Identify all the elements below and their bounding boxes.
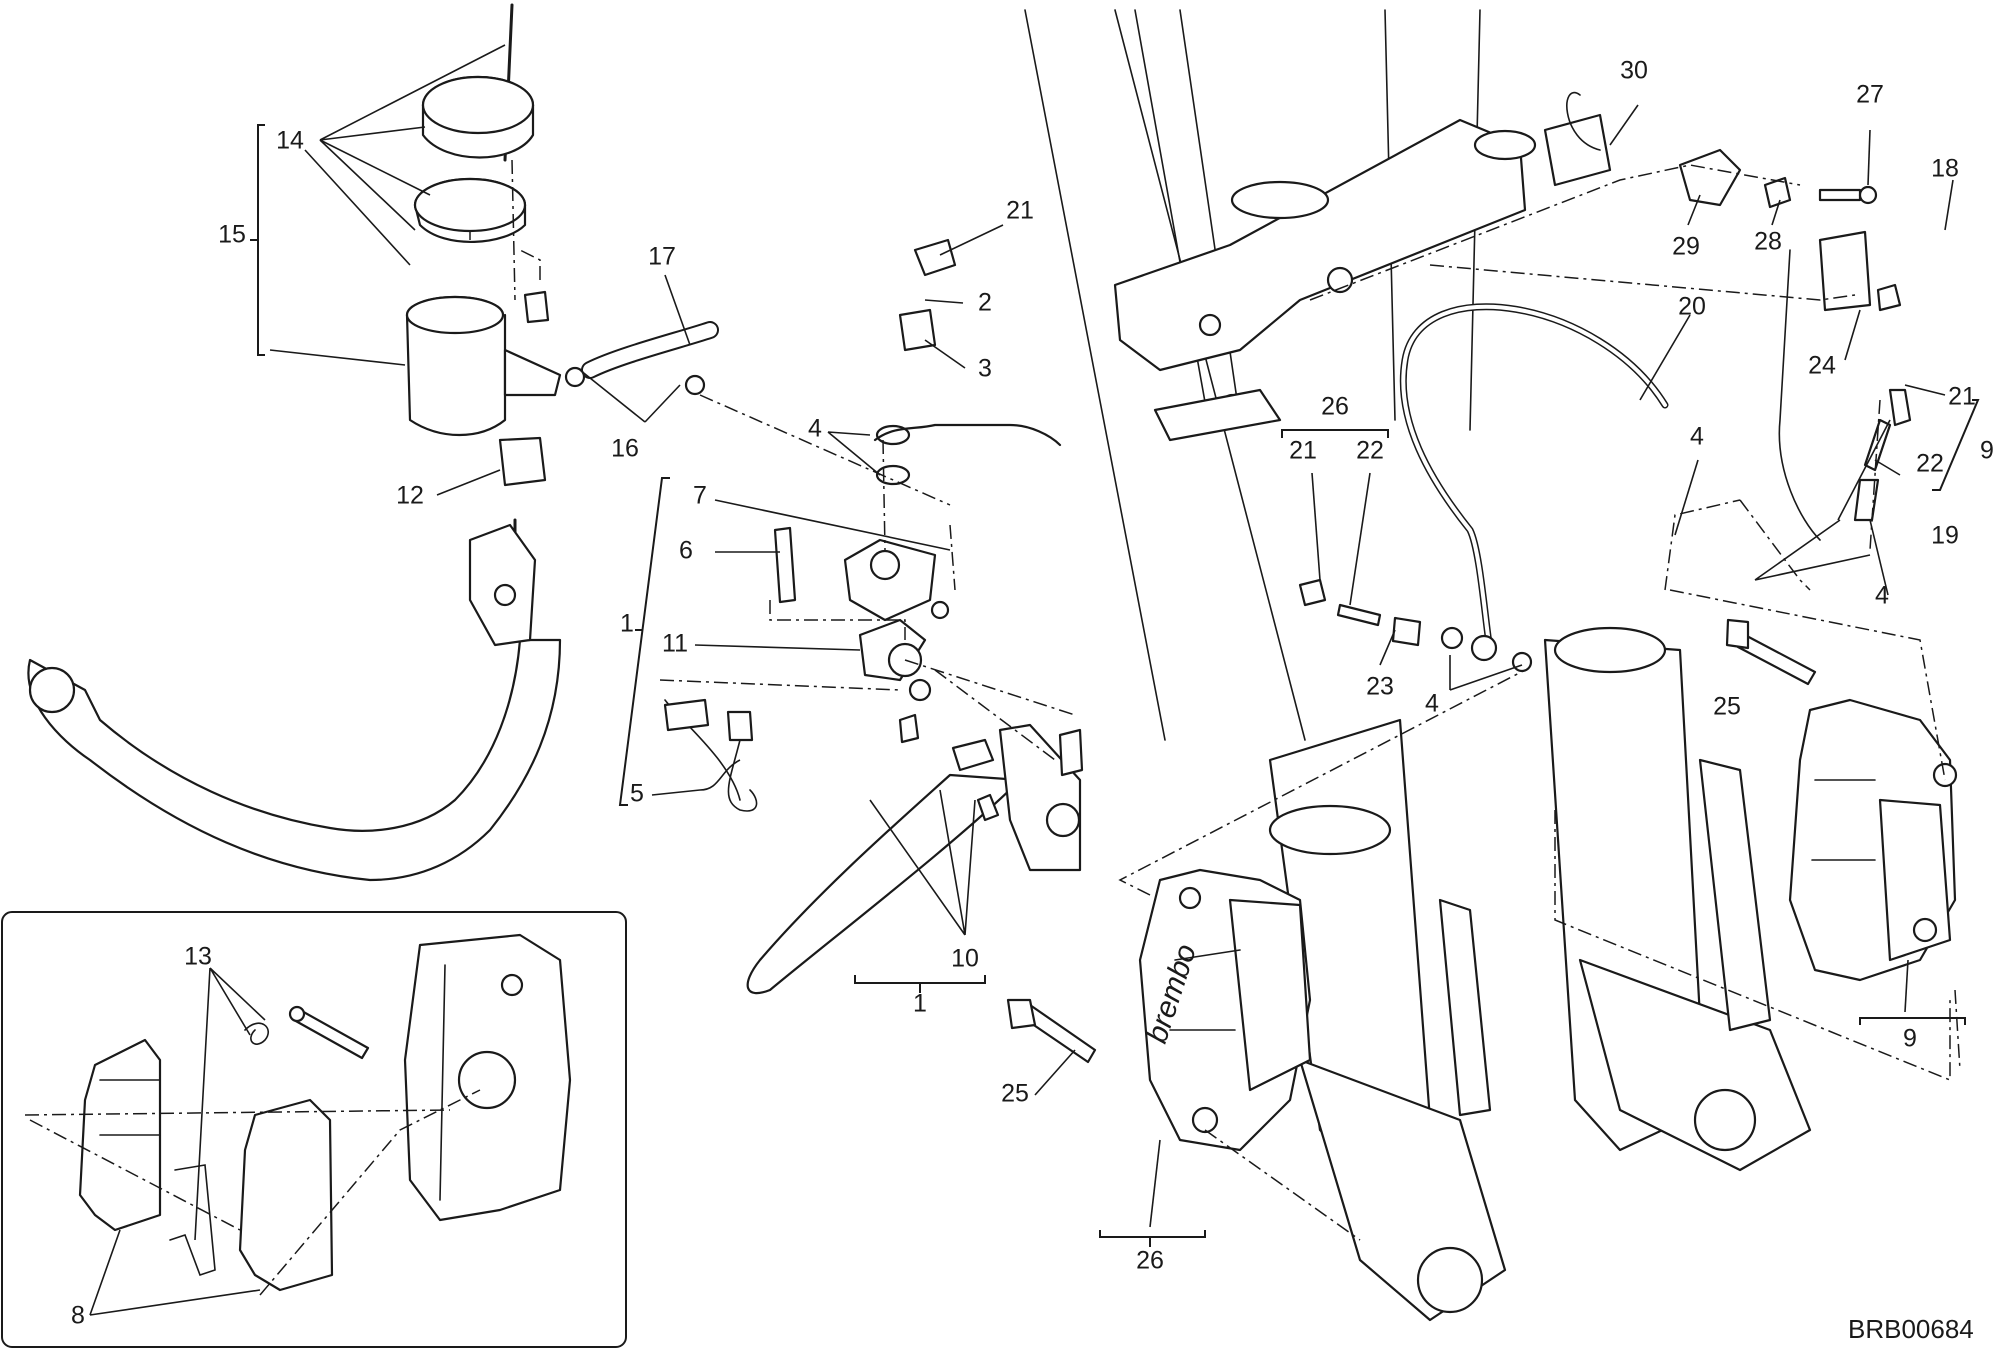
assembly-lines (24, 159, 1961, 1296)
callout-7: 7 (693, 482, 707, 510)
callout-25-right: 25 (1713, 693, 1741, 721)
callout-19: 19 (1931, 522, 1959, 550)
leader-lines (89, 44, 1980, 1316)
callout-1-bottom: 1 (913, 990, 927, 1018)
front-caliper-right (1788, 698, 1958, 982)
callout-14: 14 (276, 127, 304, 155)
callout-29: 29 (1672, 233, 1700, 261)
brake-fluid-reservoir (405, 3, 719, 642)
callout-13: 13 (184, 943, 212, 971)
caliper-bolts (1006, 618, 1817, 1064)
callout-labels: 14 15 17 16 12 21 2 3 4 7 6 1 11 5 10 1 … (71, 57, 1994, 1330)
brake-hose (1399, 303, 1669, 654)
callout-11: 11 (662, 630, 688, 658)
callout-23: 23 (1366, 673, 1394, 701)
callout-4-center: 4 (808, 415, 822, 443)
lever-guard (27, 523, 562, 882)
callout-21-center: 21 (1289, 437, 1317, 465)
callout-17: 17 (648, 243, 676, 271)
callout-25-left: 25 (1001, 1080, 1029, 1108)
brake-pad-inset (1, 911, 627, 1348)
callout-6: 6 (679, 537, 693, 565)
callout-15: 15 (218, 221, 246, 249)
callout-20: 20 (1678, 293, 1706, 321)
callout-12: 12 (396, 482, 424, 510)
callout-2: 2 (978, 289, 992, 317)
front-caliper-left: brembo (1138, 868, 1312, 1152)
callout-4-right: 4 (1690, 423, 1704, 451)
callout-5: 5 (630, 780, 644, 808)
front-fork-assembly (1024, 9, 1812, 1322)
drawing-code: BRB00684 (1848, 1314, 1974, 1344)
callout-21-top: 21 (1006, 197, 1034, 225)
callout-1-left: 1 (620, 610, 634, 638)
callout-4-lower: 4 (1425, 690, 1439, 718)
callout-26-bottom: 26 (1136, 1247, 1164, 1275)
callout-4-farright: 4 (1875, 582, 1889, 610)
callout-8: 8 (71, 1302, 85, 1330)
callout-22-center: 22 (1356, 437, 1384, 465)
master-cylinder-assembly (663, 238, 1084, 995)
center-bleed-hardware (1298, 578, 1533, 673)
callout-28: 28 (1754, 228, 1782, 256)
right-side-hardware (1543, 91, 1912, 541)
callout-26-top: 26 (1321, 393, 1349, 421)
callout-30: 30 (1620, 57, 1648, 85)
callout-9-bottom: 9 (1903, 1025, 1917, 1053)
callout-22-right: 22 (1916, 450, 1944, 478)
callout-18: 18 (1931, 155, 1959, 183)
callout-10: 10 (951, 945, 979, 973)
callout-16: 16 (611, 435, 639, 463)
callout-9-right: 9 (1980, 437, 1994, 465)
callout-3: 3 (978, 355, 992, 383)
callout-21-right: 21 (1948, 383, 1976, 411)
callout-27: 27 (1856, 81, 1884, 109)
callout-24: 24 (1808, 352, 1836, 380)
